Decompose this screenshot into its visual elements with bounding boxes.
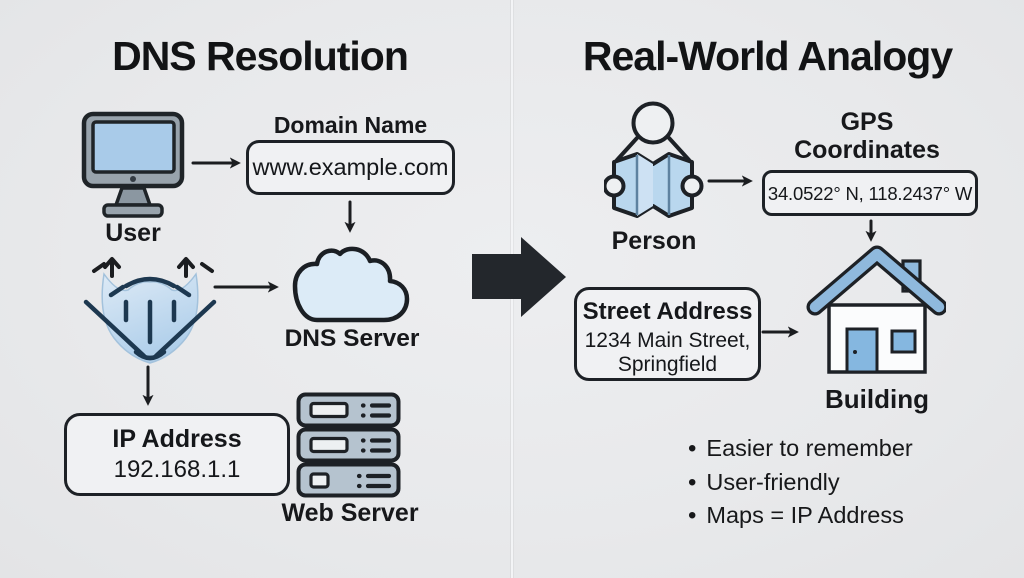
list-item: • Easier to remember (688, 432, 958, 466)
dns-server-label: DNS Server (284, 325, 420, 352)
monitor-neck (113, 186, 153, 207)
gps-coordinates-value: 34.0522° N, 118.2437° W (767, 183, 973, 204)
monitor-button (130, 176, 136, 182)
gps-coordinates-box: 34.0522° N, 118.2437° W (762, 170, 978, 216)
server-slots (309, 401, 349, 489)
building-label: Building (825, 384, 929, 414)
transition-arrow (472, 237, 566, 317)
street-address-line1: 1234 Main Street, (584, 329, 751, 352)
street-address-title: Street Address (582, 298, 753, 325)
bullet-text: Maps = IP Address (706, 502, 904, 528)
street-address-box: Street Address 1234 Main Street, Springf… (574, 287, 761, 381)
cloud-shape (292, 246, 410, 323)
bullet-icon: • (688, 435, 697, 462)
bullet-icon: • (688, 502, 697, 529)
bullet-text: User-friendly (706, 468, 840, 495)
person-hand-left (604, 174, 626, 198)
left-panel-title: DNS Resolution (112, 33, 409, 79)
house-roof (809, 248, 945, 313)
list-item: • User-friendly (688, 466, 958, 500)
domain-name-label: Domain Name (273, 112, 428, 138)
house-door (845, 327, 879, 374)
house-door-knob (853, 350, 857, 354)
ip-address-box: IP Address 192.168.1.1 (64, 413, 290, 496)
resolver-up-arrows (92, 257, 214, 278)
user-label: User (105, 219, 161, 247)
map-panel (637, 154, 653, 216)
bullet-text: Easier to remember (706, 435, 913, 461)
web-server-label: Web Server (281, 499, 419, 527)
ip-address-value: 192.168.1.1 (113, 456, 241, 483)
gps-coordinates-label: GPS Coordinates (794, 108, 940, 164)
house-window (890, 329, 917, 354)
list-item: • Maps = IP Address (688, 499, 958, 533)
monitor-screen (91, 120, 176, 174)
server-leds (356, 403, 392, 489)
bullet-icon: • (688, 468, 697, 496)
person-head (631, 101, 675, 145)
map-folds (635, 155, 671, 215)
resolver-marks (83, 276, 217, 361)
server-stack-icon (296, 392, 401, 498)
person-reading-map-icon (604, 101, 704, 218)
monitor-base (102, 203, 164, 218)
street-address-line2: Springfield (617, 352, 718, 376)
resolver-fanout-icon (83, 257, 217, 364)
desktop-computer-icon (81, 111, 185, 218)
person-label: Person (611, 227, 697, 255)
domain-name-value: www.example.com (252, 154, 449, 180)
ip-address-title: IP Address (112, 425, 242, 453)
house-icon (806, 245, 946, 374)
person-arms (615, 136, 691, 162)
right-panel-title: Real-World Analogy (582, 33, 953, 79)
domain-name-box: www.example.com (246, 140, 455, 195)
person-hand-right (680, 174, 704, 198)
benefits-list: • Easier to remember • User-friendly • M… (688, 432, 958, 533)
cloud-icon (292, 246, 410, 323)
